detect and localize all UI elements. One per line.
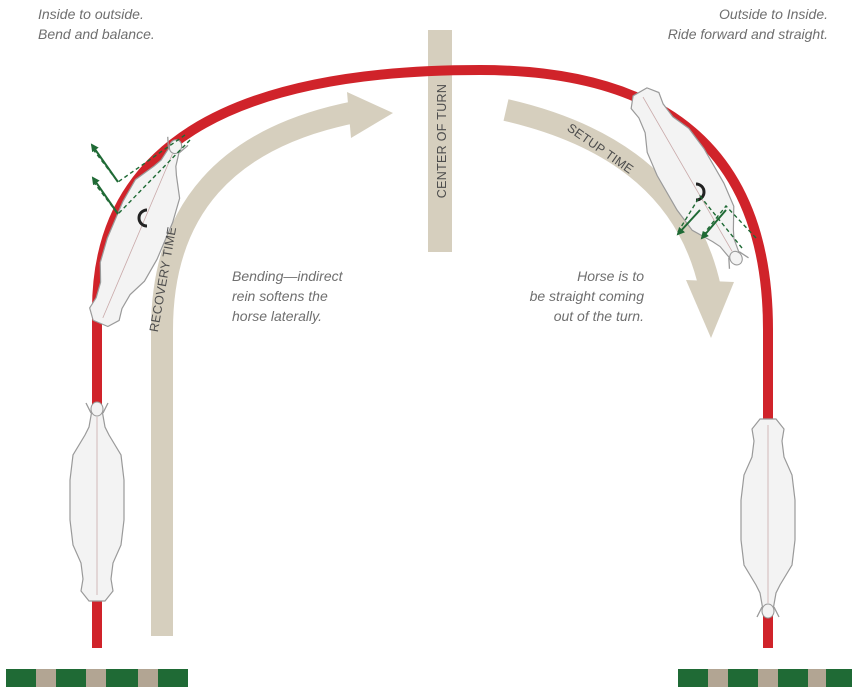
horse-topview-icon — [741, 419, 795, 618]
horse-topview-icon — [70, 402, 124, 601]
corner-note-left-line2: Bend and balance. — [38, 24, 155, 44]
stripe-marker-left — [6, 669, 188, 687]
recovery-arrow — [162, 92, 393, 636]
corner-note-right: Outside to Inside. Ride forward and stra… — [668, 4, 828, 44]
straight-note: Horse is to be straight coming out of th… — [478, 266, 644, 326]
bending-note-line: rein softens the — [232, 286, 343, 306]
stripe-marker-right — [678, 669, 852, 687]
bending-note-line: Bending—indirect — [232, 266, 343, 286]
corner-note-right-line1: Outside to Inside. — [668, 4, 828, 24]
straight-note-line: be straight coming — [478, 286, 644, 306]
straight-note-line: out of the turn. — [478, 306, 644, 326]
corner-note-left: Inside to outside. Bend and balance. — [38, 4, 155, 44]
corner-note-left-line1: Inside to outside. — [38, 4, 155, 24]
center-of-turn-label: CENTER OF TURN — [435, 84, 449, 198]
bending-note: Bending—indirect rein softens the horse … — [232, 266, 343, 326]
straight-note-line: Horse is to — [478, 266, 644, 286]
corner-note-right-line2: Ride forward and straight. — [668, 24, 828, 44]
bending-note-line: horse laterally. — [232, 306, 343, 326]
